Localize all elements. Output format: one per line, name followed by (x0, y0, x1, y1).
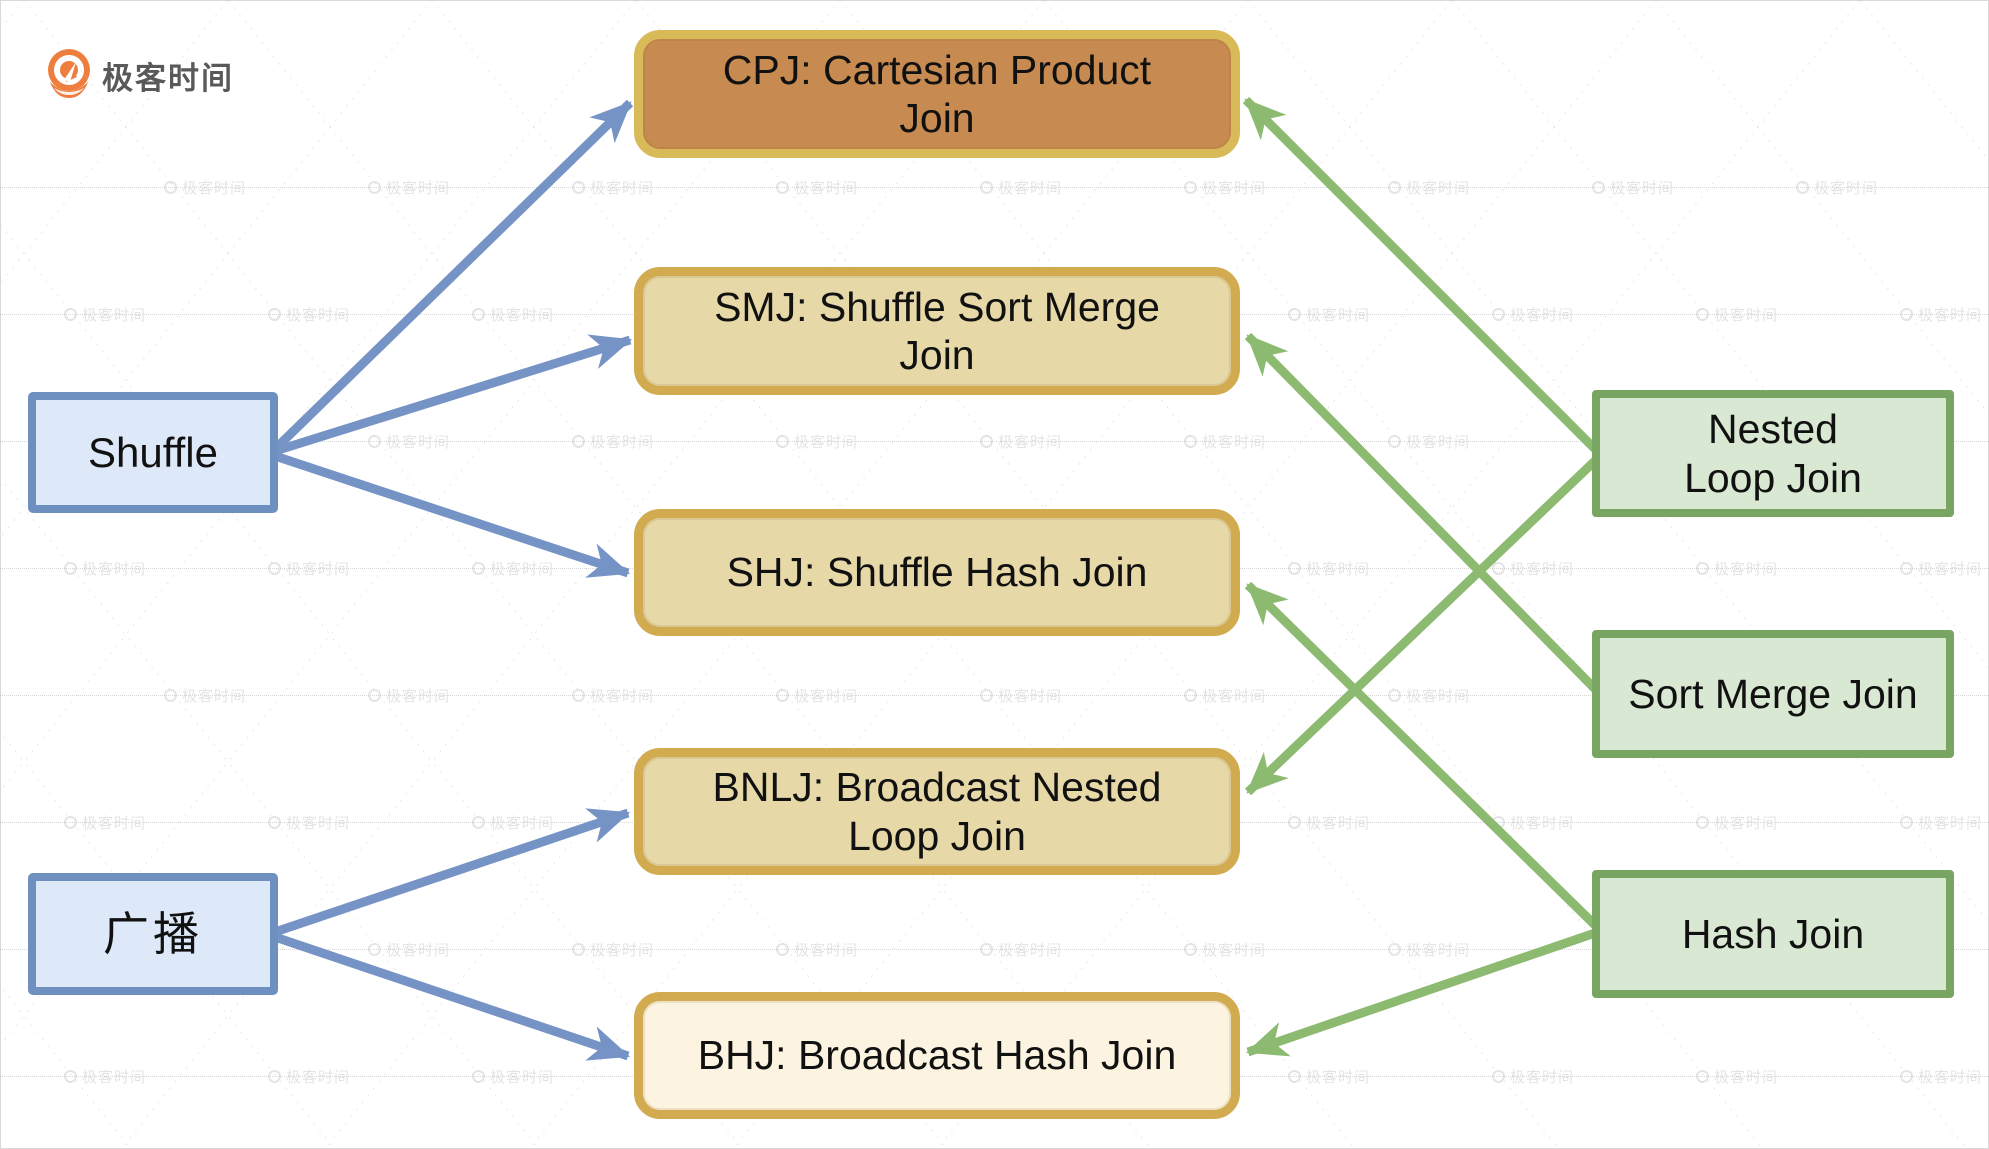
edge-broadcast-bnlj (270, 808, 631, 938)
edge-hj-shj (1244, 581, 1602, 932)
node-smj: SMJ: Shuffle Sort Merge Join (634, 267, 1240, 395)
node-shj: SHJ: Shuffle Hash Join (634, 509, 1240, 636)
lattice-diagonal (0, 0, 25, 31)
edge-shuffle-shj (270, 450, 631, 578)
edge-hj-bhj (1245, 927, 1600, 1057)
node-hash-join: Hash Join (1592, 870, 1954, 998)
node-bhj: BHJ: Broadcast Hash Join (634, 992, 1240, 1119)
edge-shuffle-cpj (268, 99, 634, 456)
edge-nlj-cpj (1242, 96, 1602, 456)
geektime-pin-icon (48, 49, 90, 98)
edge-nlj-bnlj (1244, 454, 1602, 796)
node-nested-loop-join: Nested Loop Join (1592, 390, 1954, 517)
edge-broadcast-bhj (270, 931, 631, 1061)
node-bnlj: BNLJ: Broadcast Nested Loop Join (634, 748, 1240, 875)
node-shuffle: Shuffle (28, 392, 278, 513)
node-cpj: CPJ: Cartesian Product Join (634, 30, 1240, 158)
logo-brand-text: 极客时间 (102, 60, 234, 96)
edge-shuffle-smj (270, 334, 633, 457)
edge-smjr-smj (1244, 332, 1602, 696)
geektime-logo: 极客时间 (46, 48, 234, 102)
node-sort-merge-join: Sort Merge Join (1592, 630, 1954, 758)
node-broadcast: 广播 (28, 873, 278, 995)
